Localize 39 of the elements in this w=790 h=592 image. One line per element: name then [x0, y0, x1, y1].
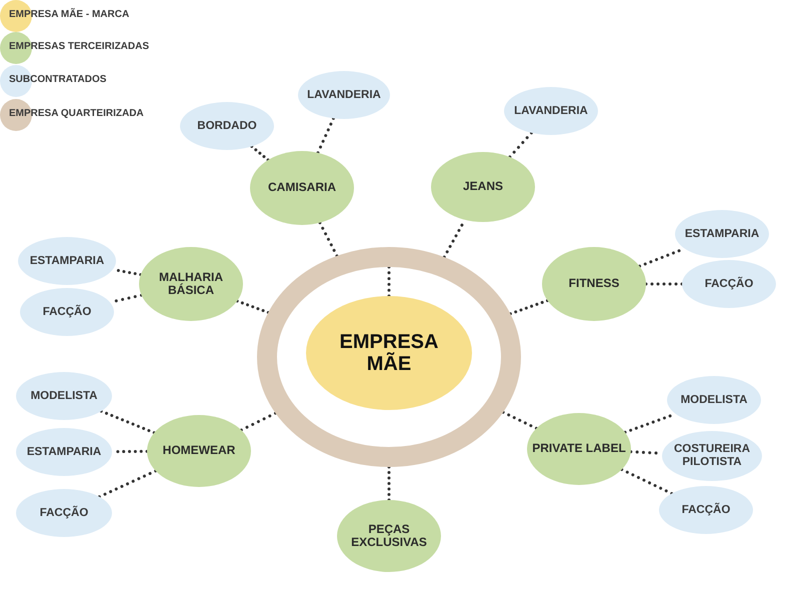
- dotted-connector: [250, 144, 270, 162]
- dotted-connector: [98, 469, 158, 498]
- node-label: EMPRESA MÃE: [338, 331, 440, 375]
- node-label: FITNESS: [568, 277, 620, 291]
- legend-label: EMPRESA QUARTEIRIZADA: [9, 108, 144, 119]
- ring-shape: [257, 247, 521, 467]
- node-label: ESTAMPARIA: [684, 228, 760, 240]
- dotted-connector: [100, 410, 156, 434]
- dotted-connector: [508, 131, 533, 159]
- dotted-connector: [318, 221, 338, 258]
- legend-label: EMPRESAS TERCEIRIZADAS: [9, 41, 150, 52]
- dotted-connector: [508, 299, 549, 316]
- node-label: BORDADO: [197, 120, 257, 132]
- dotted-connector: [644, 282, 684, 286]
- node-label: FACÇÃO: [704, 278, 754, 290]
- dotted-connector: [316, 116, 335, 154]
- node-label: ESTAMPARIA: [30, 254, 104, 268]
- legend-label: SUBCONTRATADOS: [9, 74, 106, 85]
- node-label: MALHARIA BÁSICA: [158, 270, 224, 298]
- dotted-connector: [388, 266, 390, 298]
- node-label: MODELISTA: [680, 394, 748, 406]
- dotted-connector: [240, 412, 277, 432]
- node-label: FACÇÃO: [682, 504, 730, 516]
- node-label: LAVANDERIA: [307, 88, 381, 102]
- node-label: LAVANDERIA: [514, 104, 588, 118]
- dotted-connector: [388, 466, 390, 502]
- node-label: CAMISARIA: [268, 181, 336, 195]
- node-label: HOMEWEAR: [162, 444, 236, 458]
- node-label: COSTUREIRA PILOTISTA: [672, 443, 752, 469]
- dotted-connector: [620, 468, 674, 496]
- dotted-connector: [236, 300, 270, 314]
- node-label: PRIVATE LABEL: [532, 442, 626, 456]
- dotted-connector: [502, 410, 538, 430]
- node-label: FACÇÃO: [42, 306, 92, 318]
- node-label: ESTAMPARIA: [26, 446, 102, 458]
- node-label: JEANS: [462, 180, 503, 194]
- node-label: FACÇÃO: [40, 506, 88, 520]
- node-label: PEÇAS EXCLUSIVAS: [350, 522, 428, 550]
- node-label: MODELISTA: [30, 390, 98, 402]
